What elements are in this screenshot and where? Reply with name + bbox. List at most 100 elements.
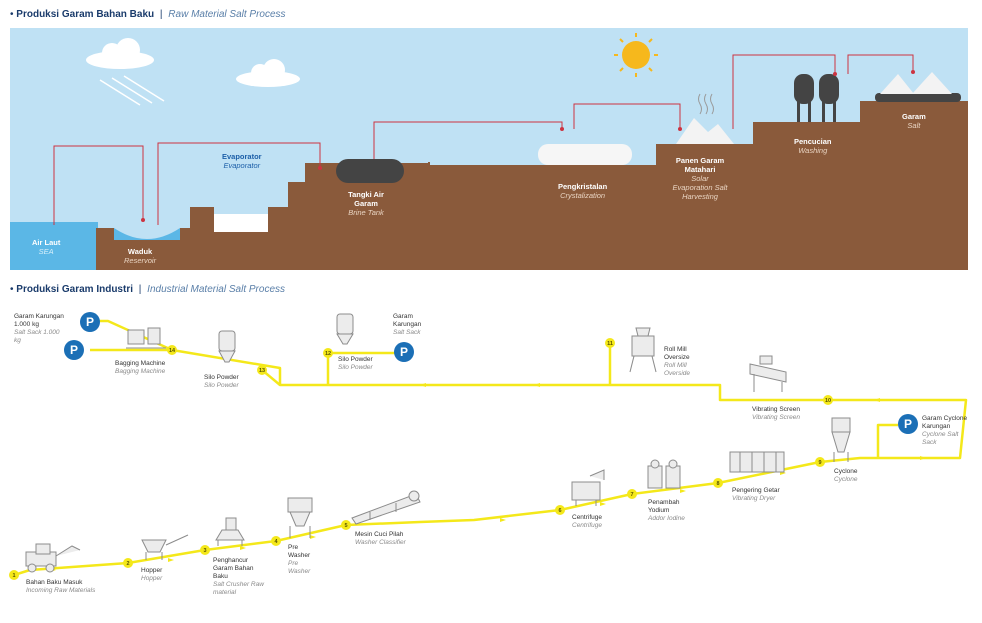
step-7: Penambah Yodium Addor Iodine xyxy=(648,499,698,523)
step-6-label: Centrifuge xyxy=(572,514,602,521)
industrial-section-title: • Produksi Garam Industri | Industrial M… xyxy=(10,284,286,295)
step-badge-5: 5 xyxy=(344,523,347,529)
step-reservoir-label: Waduk xyxy=(127,247,153,256)
step-6: Centrifuge Centrifuge xyxy=(572,514,602,530)
step-badge-10: 10 xyxy=(825,398,831,404)
step-9-label: Cyclone xyxy=(834,468,858,475)
step-brine-tank: Tangki Air Garam Brine Tank xyxy=(345,190,387,217)
vibrating-dryer-icon xyxy=(729,451,785,473)
raw-title-en: Raw Material Salt Process xyxy=(168,9,286,20)
output-cyclone-label: Garam Cyclone Karungan xyxy=(922,415,968,430)
output-badge-cyclone xyxy=(898,414,918,434)
hopper-icon xyxy=(141,534,189,560)
step-badge-14: 14 xyxy=(169,348,176,354)
step-badge-12: 12 xyxy=(325,351,331,357)
step-14-label: Bagging Machine xyxy=(115,360,166,367)
step-12: Silo Powder Silo Powder xyxy=(338,356,373,372)
step-solar-harvest: Panen Garam Matahari Solar Evaporation S… xyxy=(672,156,728,201)
step-badge-8: 8 xyxy=(716,481,719,487)
reservoir-water xyxy=(114,228,180,240)
step-8-label: Pengering Getar xyxy=(732,487,780,494)
step-14: Bagging Machine Bagging Machine xyxy=(115,360,165,376)
output-badges xyxy=(64,312,918,434)
output-badge-letter: P xyxy=(86,315,94,329)
washer-classifier-icon xyxy=(351,490,421,525)
output-silo-label: Garam Karungan xyxy=(393,313,422,328)
evaporator-pond xyxy=(214,214,268,232)
step-3-label: Penghancur Garam Bahan Baku xyxy=(213,557,254,580)
step-6-label-en: Centrifuge xyxy=(572,522,602,529)
step-5-label: Mesin Cuci Pilah xyxy=(355,531,404,538)
steam-icon xyxy=(698,93,714,115)
step-badge-6: 6 xyxy=(558,508,561,514)
raw-section-title: • Produksi Garam Bahan Baku | Raw Materi… xyxy=(10,9,286,20)
step-salt-label: Garam xyxy=(902,112,926,121)
step-sea: Air Laut SEA xyxy=(32,238,60,256)
industrial-title-id: Produksi Garam Industri xyxy=(16,284,133,295)
step-reservoir-label-en: Reservoir xyxy=(124,256,157,265)
step-4-label: Pre Washer xyxy=(288,544,311,559)
output-bag-1000kg: Garam Karungan 1.000 kg Salt Sack 1.000 … xyxy=(14,313,64,345)
roll-mill-icon xyxy=(629,327,657,373)
step-salt: Garam Salt xyxy=(902,112,926,130)
pipe-lines xyxy=(53,54,914,225)
industrial-title-en: Industrial Material Salt Process xyxy=(147,284,286,295)
step-badge-9: 9 xyxy=(818,460,821,466)
step-5-label-en: Washer Classifier xyxy=(355,539,406,546)
industrial-title-separator: | xyxy=(138,284,142,295)
step-13-label-en: Silo Powder xyxy=(204,382,239,389)
salt-pile-icon xyxy=(676,118,734,144)
step-1: Bahan Baku Masuk Incoming Raw Materials xyxy=(26,579,95,595)
output-badge-silo xyxy=(394,342,414,362)
step-sea-label: Air Laut xyxy=(32,238,61,247)
step-9: Cyclone Cyclone xyxy=(834,468,857,484)
crystallization-pond xyxy=(538,144,632,165)
output-cyclone-label-en: Cyclone Salt Sack xyxy=(922,431,959,446)
step-washing-label-en: Washing xyxy=(798,146,828,155)
step-evaporator-label: Evaporator xyxy=(222,152,262,161)
step-crystallization-label: Pengkristalan xyxy=(558,182,608,191)
output-badge-letter: P xyxy=(400,345,408,359)
step-badge-2: 2 xyxy=(126,561,129,567)
output-silo-sack: Garam Karungan Salt Sack xyxy=(393,313,429,337)
output-badge-bag xyxy=(80,312,100,332)
bagging-machine-icon xyxy=(126,327,166,349)
step-5: Mesin Cuci Pilah Washer Classifier xyxy=(355,531,406,547)
step-7-label: Penambah Yodium xyxy=(648,499,680,514)
step-brine-tank-label-en: Brine Tank xyxy=(348,208,384,217)
output-bag-label-en: Salt Sack 1.000 kg xyxy=(14,329,60,344)
iodine-adder-icon xyxy=(647,459,681,489)
centrifuge-icon xyxy=(571,469,605,506)
step-2: Hopper Hopper xyxy=(141,567,162,583)
step-4: Pre Washer Pre Washer xyxy=(288,544,318,576)
step-salt-label-en: Salt xyxy=(907,121,921,130)
step-crystallization: Pengkristalan Crystalization xyxy=(558,182,607,200)
step-8-label-en: Vibrating Dryer xyxy=(732,495,776,502)
step-1-label-en: Incoming Raw Materials xyxy=(26,587,96,594)
silo-powder-icon-12 xyxy=(336,313,354,345)
step-reservoir: Waduk Reservoir xyxy=(124,247,156,265)
step-12-label-en: Silo Powder xyxy=(338,364,373,371)
step-washing-label: Pencucian xyxy=(794,137,832,146)
step-badge-13: 13 xyxy=(259,368,265,374)
salt-crusher-icon xyxy=(215,517,245,546)
output-badge-letter: P xyxy=(70,343,78,357)
cyclone-icon xyxy=(831,417,851,462)
step-11: Roll Mill Oversize Roll Mill Overside xyxy=(664,346,704,378)
step-11-label: Roll Mill Oversize xyxy=(664,346,690,361)
step-13-label: Silo Powder xyxy=(204,374,239,381)
step-9-label-en: Cyclone xyxy=(834,476,858,483)
output-badge-letter: P xyxy=(904,417,912,431)
output-cyclone-sack: Garam Cyclone Karungan Cyclone Salt Sack xyxy=(922,415,968,447)
step-14-label-en: Bagging Machine xyxy=(115,368,166,375)
step-1-label: Bahan Baku Masuk xyxy=(26,579,83,586)
step-11-label-en: Roll Mill Overside xyxy=(664,362,691,377)
cloud-icon xyxy=(86,38,154,69)
brine-tank-icon xyxy=(336,159,404,183)
step-badge-4: 4 xyxy=(274,539,278,545)
vibrating-screen-icon xyxy=(749,355,787,392)
step-2-label: Hopper xyxy=(141,567,163,574)
loader-icon xyxy=(25,543,81,573)
step-10: Vibrating Screen Vibrating Screen xyxy=(752,406,800,422)
output-silo-label-en: Salt Sack xyxy=(393,329,421,336)
